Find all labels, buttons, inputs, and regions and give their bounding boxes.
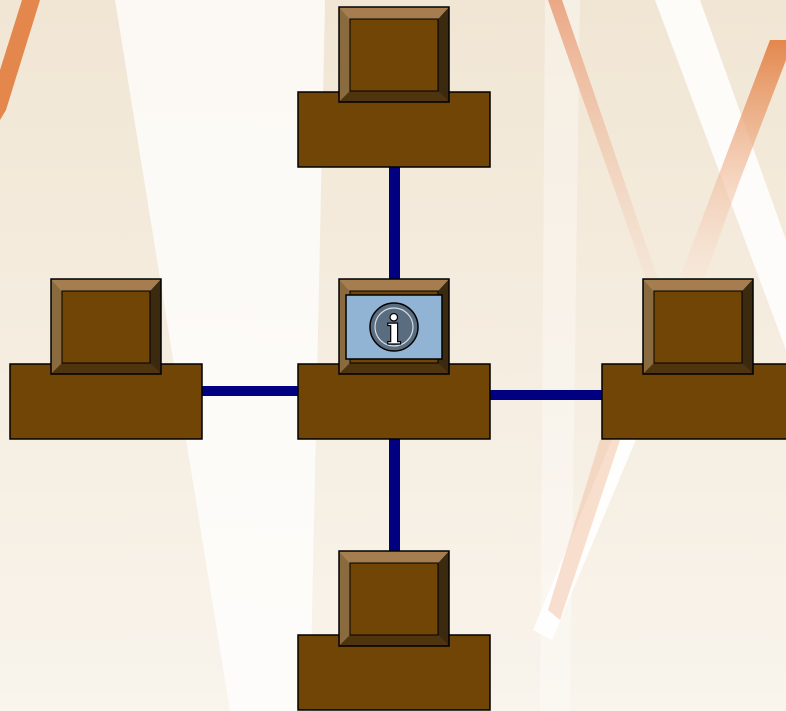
- bg-stripe-right: [675, 40, 786, 290]
- link-hub-right: [489, 390, 603, 400]
- link-hub-left: [201, 386, 299, 396]
- bg-stripe-topleft: [0, 0, 40, 120]
- bg-stripe-lower: [548, 440, 620, 620]
- network-links: [201, 166, 603, 552]
- monitor: [50, 278, 162, 375]
- bg-wedge-mid: [540, 0, 580, 711]
- monitor: [338, 550, 450, 647]
- monitor: [642, 278, 754, 375]
- computer-base: [9, 363, 203, 440]
- computer-base: [601, 363, 786, 440]
- top-computer: [297, 6, 491, 168]
- info-icon: i: [369, 302, 419, 355]
- hub-computer: i: [297, 278, 491, 440]
- left-computer: [9, 278, 203, 440]
- bottom-computer: [297, 550, 491, 711]
- link-hub-bottom: [389, 438, 400, 552]
- computer-base: [297, 363, 491, 440]
- bg-wedge-left: [115, 0, 325, 711]
- computer-base: [297, 91, 491, 168]
- link-hub-top: [389, 166, 400, 280]
- info-glyph: i: [386, 307, 401, 354]
- computer-base: [297, 634, 491, 711]
- monitor: [338, 6, 450, 103]
- bg-stripe-diagonal: [548, 0, 660, 285]
- right-computer: [601, 278, 786, 440]
